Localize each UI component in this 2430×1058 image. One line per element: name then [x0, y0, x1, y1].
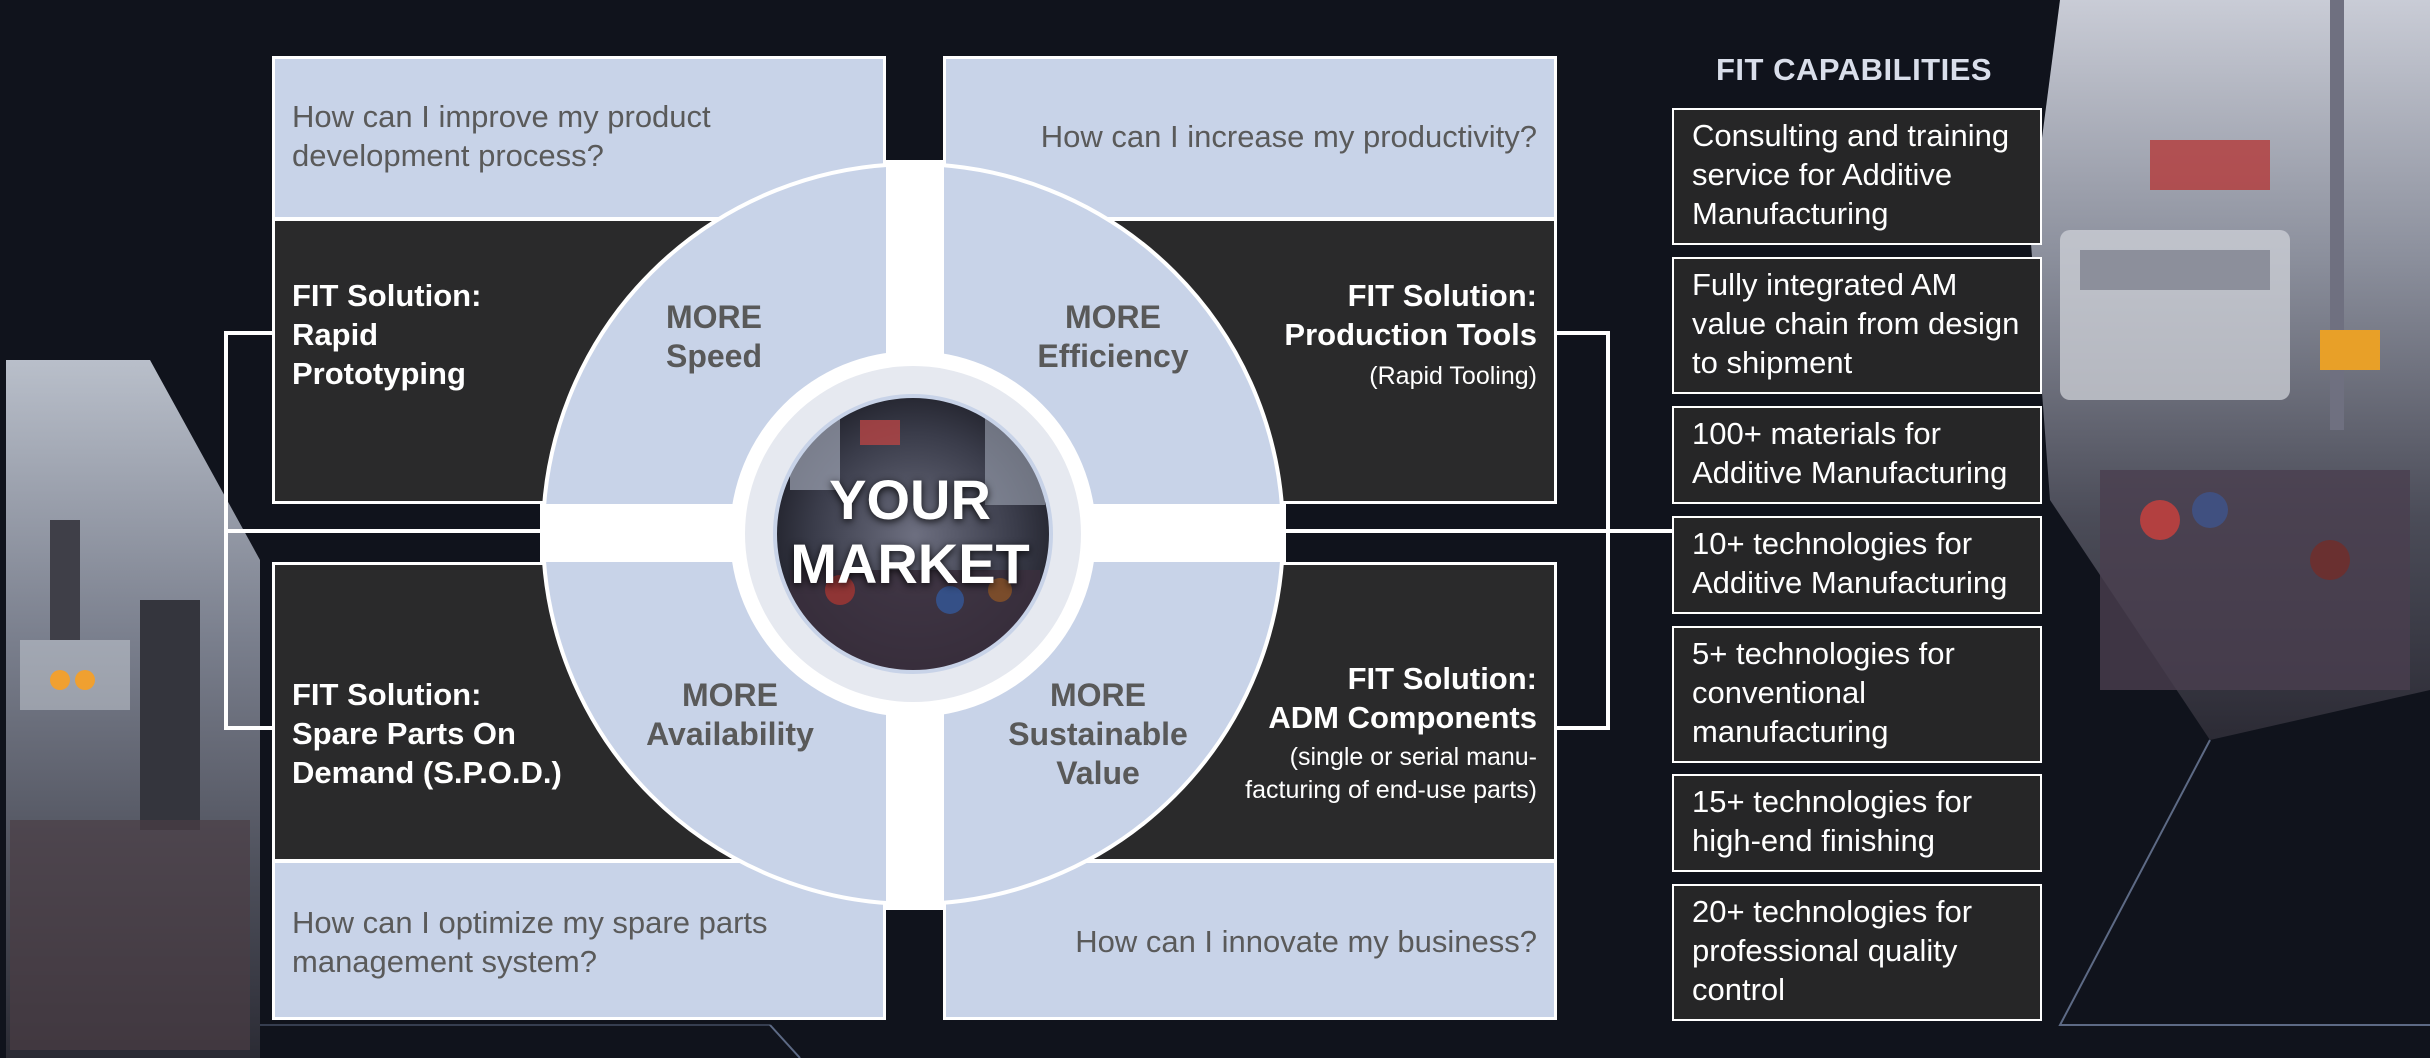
- capability-item: Consulting and training service for Addi…: [1672, 108, 2042, 245]
- bottom-right-question-panel: [943, 860, 1557, 1020]
- bottom-right-question: How can I innovate my business?: [1075, 924, 1537, 959]
- capability-item: 15+ technologies for high-end finishing: [1672, 774, 2042, 872]
- bottom-left-solution-name: Spare Parts On Demand (S.P.O.D.): [292, 716, 562, 790]
- top-right-solution-name: Production Tools: [1284, 317, 1537, 352]
- bottom-right-solution-note: (single or serial manu-facturing of end-…: [1245, 743, 1537, 804]
- capability-item: 100+ materials for Additive Manufacturin…: [1672, 406, 2042, 504]
- top-left-question: How can I improve my product development…: [292, 99, 711, 173]
- capability-item: 20+ technologies for professional qualit…: [1672, 884, 2042, 1021]
- bottom-left-question-panel: [272, 860, 886, 1020]
- capability-item: 5+ technologies for conventional manufac…: [1672, 626, 2042, 763]
- bottom-left-solution-label: FIT Solution:: [292, 677, 482, 712]
- bottom-right-benefit: MORE Sustainable Value: [1008, 677, 1188, 791]
- center-market-photo: [775, 396, 1051, 672]
- top-left-solution-name: Rapid Prototyping: [292, 317, 466, 391]
- bottom-right-solution-name: ADM Components: [1268, 700, 1537, 735]
- top-left-solution-label: FIT Solution:: [292, 278, 482, 313]
- bottom-left-benefit: MORE Availability: [646, 677, 814, 752]
- top-right-solution-note: (Rapid Tooling): [1369, 362, 1537, 390]
- center-market-label: YOUR MARKET: [790, 468, 1030, 595]
- capability-item: Fully integrated AM value chain from des…: [1672, 257, 2042, 394]
- top-right-solution-label: FIT Solution:: [1347, 278, 1537, 313]
- capabilities-title: FIT CAPABILITIES: [1716, 52, 1993, 87]
- top-right-benefit: MORE Efficiency: [1037, 299, 1189, 374]
- top-right-question: How can I increase my productivity?: [1040, 119, 1537, 154]
- capability-item: 10+ technologies for Additive Manufactur…: [1672, 516, 2042, 614]
- bottom-left-question: How can I optimize my spare parts manage…: [292, 905, 768, 979]
- bottom-right-solution-label: FIT Solution:: [1347, 661, 1537, 696]
- top-left-benefit: MORE Speed: [665, 299, 763, 374]
